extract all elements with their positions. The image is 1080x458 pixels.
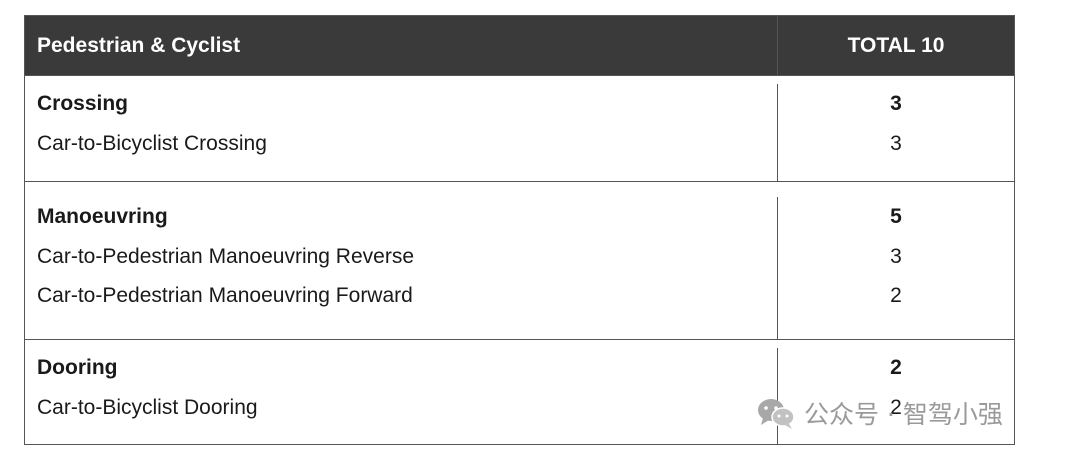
item-label: Car-to-Bicyclist Crossing — [37, 131, 267, 155]
group-crossing: Crossing Car-to-Bicyclist Crossing 3 3 — [25, 75, 1014, 181]
group-title: Dooring — [37, 356, 118, 379]
table-header: Pedestrian & Cyclist TOTAL 10 — [25, 16, 1014, 75]
item-score: 2 — [890, 284, 902, 307]
group-score: 5 — [890, 205, 902, 228]
group-dooring: Dooring Car-to-Bicyclist Dooring 2 2 — [25, 339, 1014, 444]
group-title: Manoeuvring — [37, 205, 168, 228]
group-score: 2 — [890, 356, 902, 379]
watermark-text: 公众号 · 智驾小强 — [804, 400, 1003, 429]
header-total: TOTAL 10 — [777, 16, 1014, 75]
header-category: Pedestrian & Cyclist — [37, 33, 241, 57]
item-label: Car-to-Bicyclist Dooring — [37, 395, 258, 419]
group-score: 3 — [890, 92, 902, 115]
wechat-icon — [758, 399, 795, 429]
item-score: 3 — [890, 131, 902, 155]
item-score: 3 — [890, 244, 902, 268]
score-table: Pedestrian & Cyclist TOTAL 10 Crossing C… — [24, 15, 1015, 445]
item-label: Car-to-Pedestrian Manoeuvring Forward — [37, 284, 413, 307]
group-manoeuvring: Manoeuvring Car-to-Pedestrian Manoeuvrin… — [25, 181, 1014, 339]
group-title: Crossing — [37, 92, 129, 115]
item-label: Car-to-Pedestrian Manoeuvring Reverse — [37, 244, 415, 268]
watermark: 公众号 · 智驾小强 — [756, 393, 1003, 433]
item-score: 2 — [890, 395, 902, 419]
